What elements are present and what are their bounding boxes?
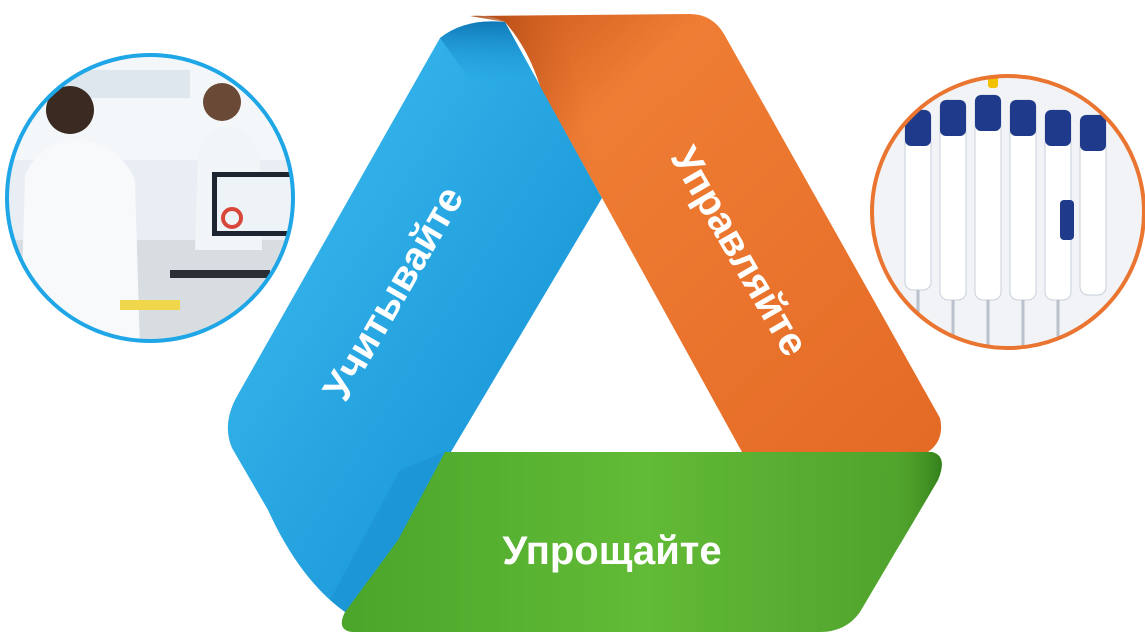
segment-right-fold-shade <box>470 16 600 196</box>
lab-photo <box>5 53 295 343</box>
pipettes-photo <box>870 74 1145 350</box>
segment-bottom-left-fold <box>330 452 445 612</box>
segment-left-fold-shade <box>440 21 540 86</box>
pipettes-photo-border <box>870 74 1145 350</box>
lab-photo-border <box>5 53 295 343</box>
segment-right <box>470 14 942 452</box>
segment-bottom-fold-shade <box>880 452 942 545</box>
segment-bottom <box>341 452 942 632</box>
segment-left <box>227 21 603 613</box>
label-bottom: Упрощайте <box>502 529 721 573</box>
